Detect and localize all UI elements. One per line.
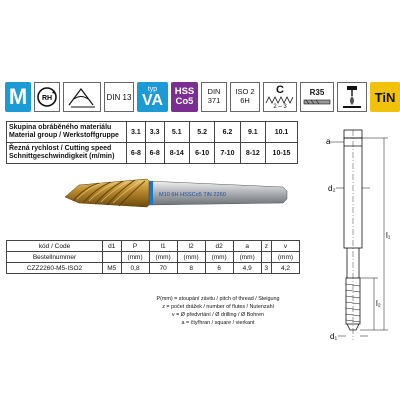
table-row: CZZ2260-M5-ISO2 M5 0,8 70 8 6 4,9 3 4,2 (6, 262, 301, 274)
helix-angle-icon (63, 82, 101, 112)
cell-l2: 8 (176, 262, 206, 274)
cell-p: 0,8 (120, 262, 150, 274)
rh-circle-icon: RH (37, 87, 57, 107)
unit-l1: (mm) (148, 251, 178, 263)
legend-line-drilling: v = Ø předvrtání / Ø drilling / Ø Bohren (171, 312, 265, 318)
material-group-cell: 5.1 (163, 121, 190, 143)
chamfer-letter: C (276, 83, 284, 96)
header-v: v (270, 240, 301, 252)
technical-drawing: a d₂ l₁ l₂ d₁ (326, 129, 391, 341)
right-hand-thread-icon: RH (34, 82, 60, 112)
tin-coating-icon: TiN (370, 82, 400, 112)
material-group-cell: 3.1 (126, 121, 146, 143)
legend-line-square: a = čtyřhran / square / vierkant (181, 320, 255, 326)
blue-ring-mark (149, 181, 153, 205)
cutting-speed-cell: 6-8 (144, 142, 165, 164)
r35-tool-icon (303, 99, 331, 104)
cell-a: 4,9 (232, 262, 262, 274)
dimension-table: kód / Code d1 P l1 l2 d2 a z v Bestellnu… (6, 240, 301, 274)
tool-marking-text: M10 6H HSSCo5 TiN 2260 (159, 192, 226, 198)
unit-l2: (mm) (176, 251, 206, 263)
r35-label: R35 (309, 87, 325, 97)
cutting-speed-cell: 8-14 (163, 142, 190, 164)
dim-label-d1: d₁ (330, 332, 337, 341)
din371-line2: 371 (207, 96, 221, 105)
legend-line-pitch: P(mm) = stoupání závitu / pitch of threa… (156, 296, 280, 302)
material-group-cell: 9.1 (239, 121, 267, 143)
din371-icon: DIN 371 (201, 82, 227, 112)
cutting-speed-row: Řezná rychlost / Cutting speed Schnittge… (6, 142, 298, 164)
cutting-speed-label-de: Schnittgeschwindigkeit (m/min) (9, 153, 115, 160)
unit-v: (mm) (270, 251, 301, 263)
chamfer-threads: 2 – 3 (273, 103, 287, 110)
chamfer-thread-icon (265, 95, 294, 104)
legend: P(mm) = stoupání závitu / pitch of threa… (128, 295, 308, 327)
dim-label-l1: l₁ (386, 231, 391, 240)
unit-z (260, 251, 272, 263)
metric-thread-icon: M (5, 82, 31, 112)
header-l2: l2 (176, 240, 206, 252)
coolant-drop-icon (343, 86, 361, 108)
unit-d1 (102, 251, 122, 263)
dimension-unit-row: Bestellnummer (mm) (mm) (mm) (mm) (mm) (… (6, 251, 301, 263)
iso-line2: 6H (240, 96, 250, 105)
cutting-speed-label: Řezná rychlost / Cutting speed Schnittge… (6, 142, 127, 164)
cutting-speed-cell: 7-10 (214, 142, 241, 164)
material-speed-table: Skupina obráběného materiálu Material gr… (6, 121, 298, 164)
chamfer-form-c-icon: C 2 – 3 (263, 82, 297, 112)
material-group-cell: 6.2 (214, 121, 241, 143)
helix-angle-drawing (68, 88, 95, 108)
dimension-header-row: kód / Code d1 P l1 l2 d2 a z v (6, 240, 301, 252)
cell-code: CZZ2260-M5-ISO2 (6, 262, 103, 274)
material-group-label-en: Material group / Werkstoffgruppe (9, 132, 119, 139)
unit-p: (mm) (120, 251, 150, 263)
din371-line1: DIN (207, 87, 221, 97)
rh-text: RH (42, 95, 52, 102)
cutting-speed-label-cz: Řezná rychlost / Cutting speed (9, 144, 112, 152)
dim-label-l2: l₂ (376, 299, 381, 308)
header-a: a (232, 240, 262, 252)
material-group-label-cz: Skupina obráběného materiálu (9, 123, 112, 131)
va-type-label: typ (147, 85, 158, 93)
cell-v: 4,2 (270, 262, 301, 274)
header-d1: d1 (102, 240, 122, 252)
hss-co5-icon: HSS Co5 (171, 82, 198, 112)
unit-a: (mm) (232, 251, 262, 263)
dim-label-d2: d₂ (328, 184, 336, 193)
cell-l1: 70 (148, 262, 178, 274)
r35-icon: R35 (300, 82, 334, 112)
va-type-value: VA (141, 91, 164, 109)
cutting-speed-cell: 6-10 (188, 142, 216, 164)
material-group-cell: 5.2 (188, 121, 216, 143)
header-code: kód / Code (6, 240, 103, 252)
dim-label-a: a (326, 137, 331, 146)
unit-d2: (mm) (204, 251, 234, 263)
material-group-cell: 3.3 (144, 121, 165, 143)
iso2-6h-icon: ISO 2 6H (230, 82, 260, 112)
legend-line-flutes: z = počet drážek / number of flutes / Nu… (162, 304, 274, 310)
co5-label: Co5 (175, 96, 194, 107)
material-group-row: Skupina obráběného materiálu Material gr… (6, 121, 298, 143)
material-group-cell: 10.1 (265, 121, 298, 143)
material-group-label: Skupina obráběného materiálu Material gr… (6, 121, 127, 143)
cell-d1: M5 (102, 262, 122, 274)
va-type-icon: typ VA (137, 82, 168, 112)
tap-tool-image: M10 6H HSSCo5 TiN 2260 (64, 178, 288, 208)
header-l1: l1 (148, 240, 178, 252)
iso-line1: ISO 2 (235, 87, 255, 97)
coolant-icon (337, 82, 367, 112)
cell-d2: 6 (204, 262, 234, 274)
header-p: P (120, 240, 150, 252)
header-d2: d2 (204, 240, 234, 252)
header-z: z (260, 240, 272, 252)
din13-icon: DIN 13 (104, 82, 134, 112)
hss-label: HSS (174, 86, 195, 98)
header-order-number: Bestellnummer (6, 251, 103, 263)
cutting-speed-cell: 6-8 (126, 142, 146, 164)
cutting-speed-cell: 10-15 (265, 142, 298, 164)
cell-z: 3 (260, 262, 272, 274)
cutting-speed-cell: 8-12 (239, 142, 267, 164)
